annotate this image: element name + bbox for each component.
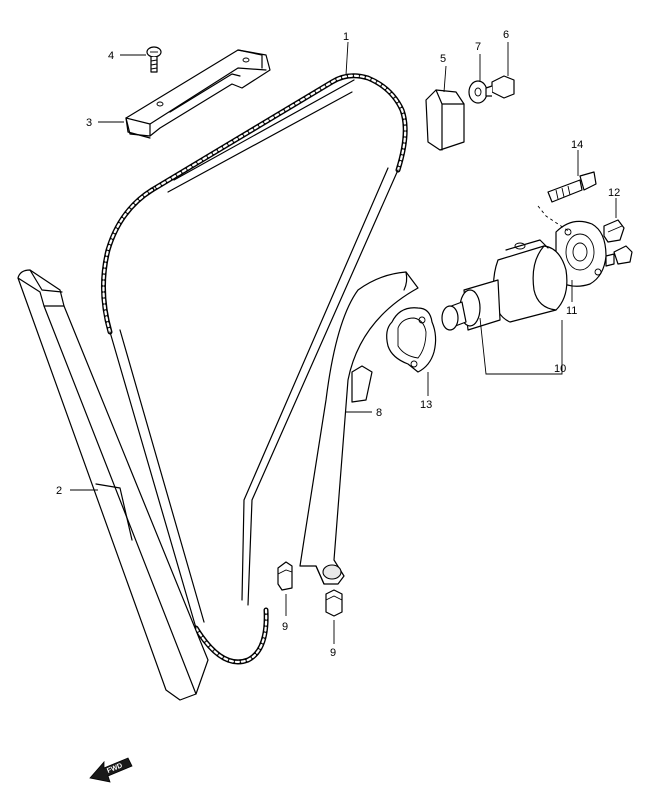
callout-6: 6: [503, 29, 509, 41]
chain-damper: [425, 89, 465, 151]
callout-9b: 9: [330, 647, 336, 659]
leader-lines: [70, 41, 617, 644]
callout-2: 2: [56, 485, 62, 497]
callout-9a: 9: [282, 621, 288, 633]
tensioner-assembly: [441, 220, 607, 331]
tensioner-plug: [603, 219, 625, 243]
chain-guide-upper: [125, 49, 271, 139]
callouts: 1 2 3 4 5 6 7 8 9 9 10 11 12 13 14: [56, 29, 620, 659]
callout-10: 10: [554, 363, 566, 375]
small-bolt: [605, 245, 633, 267]
cap-right: [325, 589, 343, 617]
cam-chain: [101, 73, 408, 665]
tensioner-bolt: [547, 171, 597, 203]
bolt: [485, 75, 515, 99]
callout-1: 1: [343, 31, 349, 43]
fwd-arrow: FWD: [89, 757, 133, 783]
callout-8: 8: [376, 407, 382, 419]
callout-11: 11: [566, 305, 577, 317]
washer: [468, 80, 488, 104]
callout-5: 5: [440, 53, 446, 65]
guide-screw: [146, 46, 162, 73]
chain-guide-front: [17, 269, 209, 701]
chain-guide-rear: [299, 271, 419, 585]
callout-13: 13: [420, 399, 432, 411]
callout-12: 12: [608, 187, 620, 199]
callout-4: 4: [108, 50, 114, 62]
tensioner-gasket: [386, 307, 437, 373]
callout-7: 7: [475, 41, 481, 53]
callout-14: 14: [571, 139, 583, 151]
cap-left: [277, 561, 293, 591]
callout-3: 3: [86, 117, 92, 129]
